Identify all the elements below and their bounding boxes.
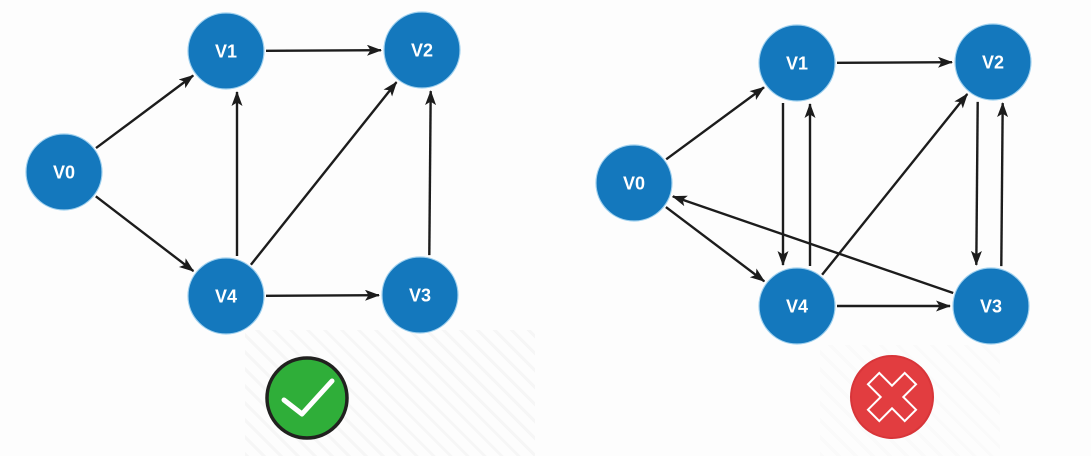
check-circle-icon xyxy=(265,356,349,440)
vertex-circle xyxy=(25,133,103,211)
invalid-graph-node-V2: V2 xyxy=(954,23,1032,101)
check-circle-background xyxy=(265,356,349,440)
vertex-circle xyxy=(383,11,461,89)
invalid-graph-node-V0: V0 xyxy=(595,144,673,222)
vertex-label: V3 xyxy=(409,286,431,306)
invalid-graph-node-V1: V1 xyxy=(758,24,836,102)
edge-V0-to-V1 xyxy=(665,86,765,161)
edge-V0-to-V4 xyxy=(95,195,195,273)
vertex-circle xyxy=(758,24,836,102)
vertex-label: V1 xyxy=(215,42,237,62)
edge-V4-to-V2 xyxy=(821,93,969,276)
vertex-label: V4 xyxy=(786,297,808,317)
valid-graph-node-V0: V0 xyxy=(25,133,103,211)
edge-V0-to-V4 xyxy=(665,206,766,283)
valid-graph-node-V3: V3 xyxy=(381,256,459,334)
vertex-label: V4 xyxy=(215,287,237,307)
edge-V1-to-V2 xyxy=(836,56,953,68)
edge-V4-to-V2 xyxy=(249,81,398,266)
cross-circle-icon xyxy=(850,355,934,439)
vertex-label: V2 xyxy=(411,41,433,61)
edge-V4-to-V3 xyxy=(265,289,380,301)
edge-V2-to-V3 xyxy=(970,101,982,266)
cross-mark xyxy=(866,371,918,423)
edge-V1-to-V2 xyxy=(265,44,382,56)
invalid-graph-node-V3: V3 xyxy=(952,267,1030,345)
vertex-circle xyxy=(954,23,1032,101)
vertex-circle xyxy=(381,256,459,334)
vertex-label: V2 xyxy=(982,53,1004,73)
vertex-circle xyxy=(952,267,1030,345)
invalid-graph-edges xyxy=(665,56,1009,312)
vertex-circle xyxy=(758,267,836,345)
valid-graph-node-V4: V4 xyxy=(187,257,265,335)
vertex-label: V3 xyxy=(980,297,1002,317)
valid-graph-node-V1: V1 xyxy=(187,12,265,90)
edge-V3-to-V2 xyxy=(425,90,437,256)
check-mark xyxy=(281,378,335,417)
valid-graph-edges xyxy=(95,44,437,301)
edge-V0-to-V1 xyxy=(95,74,195,150)
vertex-label: V0 xyxy=(623,174,645,194)
vertex-label: V0 xyxy=(53,163,75,183)
vertex-circle xyxy=(595,144,673,222)
edge-V3-to-V2 xyxy=(997,102,1009,267)
edge-V3-to-V0 xyxy=(671,195,954,295)
invalid-graph-node-V4: V4 xyxy=(758,267,836,345)
valid-graph-node-V2: V2 xyxy=(383,11,461,89)
vertex-label: V1 xyxy=(786,54,808,74)
vertex-circle xyxy=(187,257,265,335)
vertex-circle xyxy=(187,12,265,90)
